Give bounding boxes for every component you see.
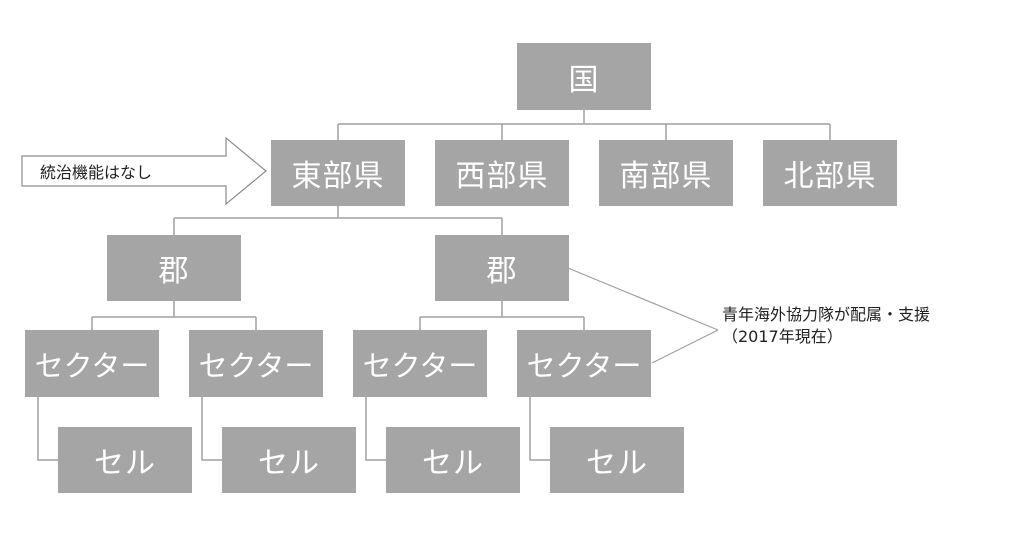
node-sector-2: セクター [189,330,323,397]
node-cell-2: セル [222,427,356,493]
node-cell-3: セル [386,427,520,493]
callout-line-1: 青年海外協力隊が配属・支援 [722,305,931,324]
callout-line-2: （2017年現在） [722,327,843,346]
node-cell-1: セル [58,427,192,493]
node-country: 国 [517,43,651,110]
callout-note: 青年海外協力隊が配属・支援 （2017年現在） [722,304,930,348]
node-sector-3: セクター [353,330,487,397]
node-prefecture-south: 南部県 [599,140,733,206]
node-sector-4: セクター [517,330,651,397]
node-sector-1: セクター [25,330,159,397]
node-prefecture-north: 北部県 [763,140,897,206]
connector-districts-sectors [91,301,585,330]
connector-sectors-cells [37,397,550,461]
node-district-1: 郡 [107,235,241,301]
node-cell-4: セル [550,427,684,493]
callout-lines [567,267,719,364]
node-district-2: 郡 [435,235,569,301]
connector-pref-districts [173,206,503,235]
arrow-shape [21,136,267,206]
connector-root-prefectures [337,110,831,140]
arrow-note: 統治機能はなし [40,163,153,182]
node-prefecture-west: 西部県 [435,140,569,206]
node-prefecture-east: 東部県 [271,140,405,206]
